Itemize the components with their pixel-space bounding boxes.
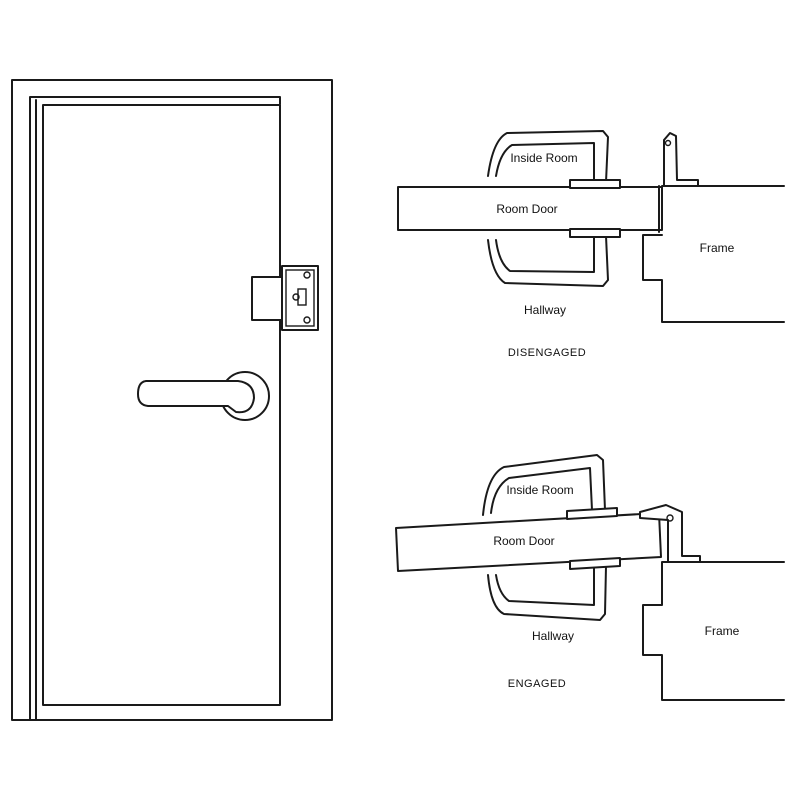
lever-arm (137, 380, 255, 414)
lock-pivot (292, 293, 300, 301)
door-lever-handle (137, 371, 270, 421)
hallway-lever-engaged (487, 565, 607, 621)
room-door-label-engaged: Room Door (493, 534, 554, 548)
hallway-label-engaged: Hallway (532, 629, 574, 643)
lock-plate-inner (285, 269, 315, 327)
hinge-pad-bottom-engaged (569, 557, 621, 570)
inside-lever (487, 130, 609, 183)
lock-screw-bottom (303, 316, 311, 324)
door-lock-device (251, 265, 319, 331)
door-inner-frame (29, 96, 281, 721)
frame-label-engaged: Frame (705, 624, 740, 638)
disengaged-caption: DISENGAGED (508, 347, 586, 359)
lock-latch (297, 288, 307, 306)
lock-device-disengaged (658, 132, 699, 233)
door-front-view (11, 79, 333, 721)
inside-room-label-engaged: Inside Room (506, 483, 573, 497)
door-leaf (42, 104, 281, 706)
room-door-bar (397, 186, 663, 231)
lock-arm-engaged (639, 504, 701, 563)
lock-device-engaged (639, 504, 701, 563)
inside-room-label: Inside Room (510, 151, 577, 165)
door-outer-frame (11, 79, 333, 721)
lock-arm (663, 132, 699, 187)
engaged-section: Inside Room Room Door Frame Hallway ENGA… (395, 454, 785, 701)
hinge-pad-bottom (569, 228, 621, 238)
engaged-caption: ENGAGED (508, 678, 567, 690)
disengaged-section: Inside Room Room Door Frame Hallway DISE… (397, 130, 785, 359)
frame-label: Frame (700, 241, 735, 255)
hallway-lever (487, 235, 609, 287)
hinge-pad-top (569, 179, 621, 189)
hinge-pad-top-engaged (566, 507, 618, 520)
lock-plate (281, 265, 319, 331)
hallway-label: Hallway (524, 303, 566, 317)
lock-screw-top (303, 271, 311, 279)
room-door-label: Room Door (496, 202, 557, 216)
lock-arm-pin (664, 139, 672, 147)
inside-lever-engaged (482, 454, 606, 516)
lock-arm-pin-engaged (666, 514, 674, 522)
